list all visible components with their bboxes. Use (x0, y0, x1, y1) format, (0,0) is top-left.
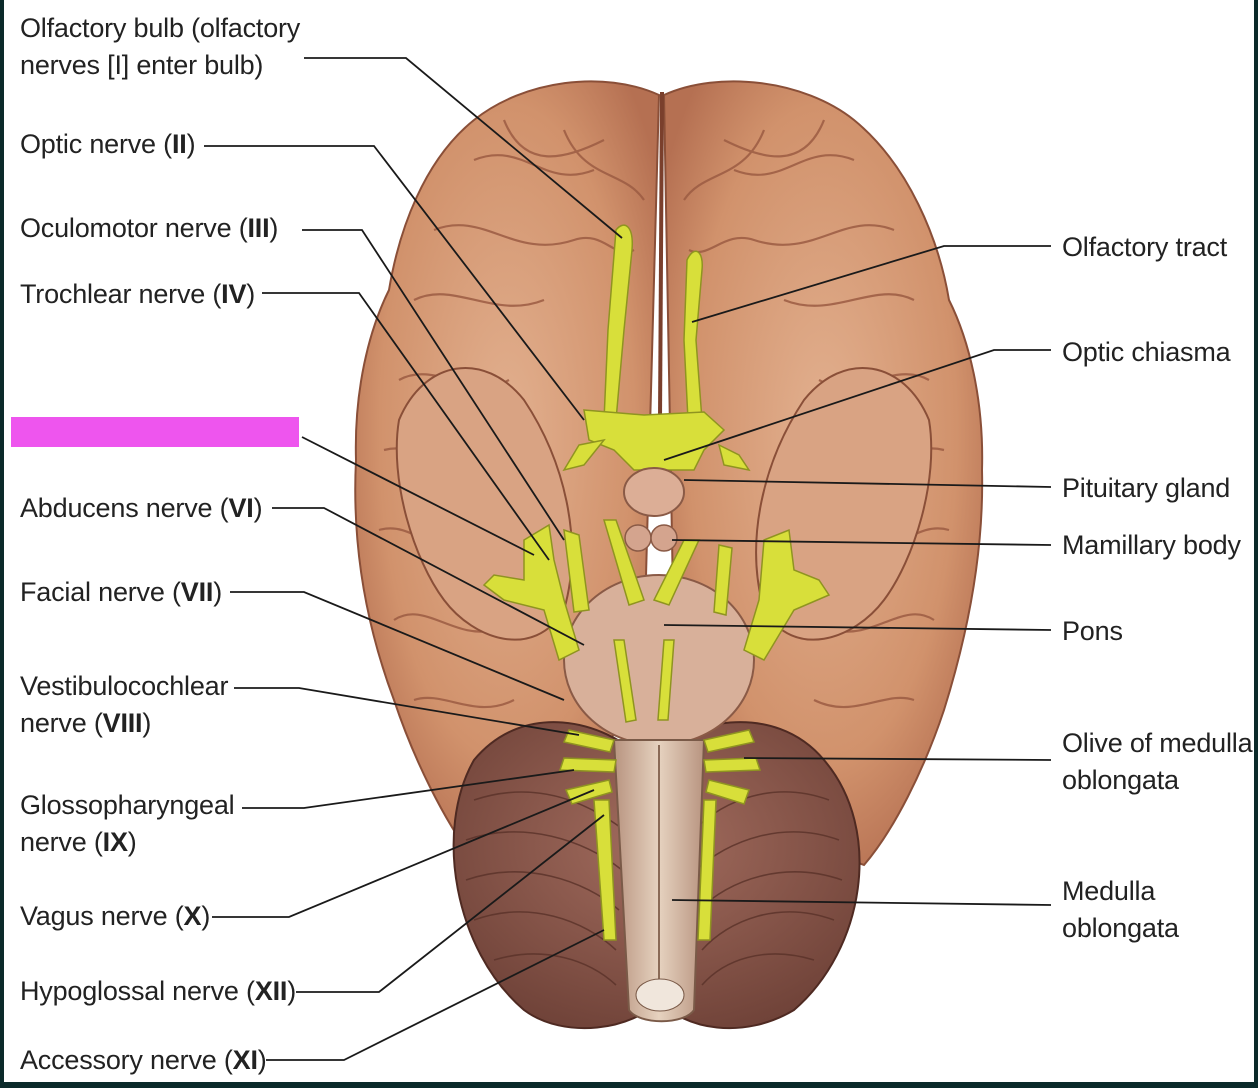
label-roman: II (171, 129, 187, 159)
redaction-box (11, 417, 299, 447)
pituitary-gland (623, 467, 685, 517)
label-vagus-nerve: Vagus nerve (X) (20, 898, 210, 935)
label-text: Trochlear nerve ( (20, 279, 222, 309)
label-hypoglossal-nerve: Hypoglossal nerve (XII) (20, 973, 296, 1010)
label-pituitary-gland: Pituitary gland (1062, 473, 1231, 503)
label-close: ) (246, 279, 256, 309)
label-vestibulocochlear-nerve: Vestibulocochlear nerve (VIII) (20, 668, 228, 742)
label-text: Oculomotor nerve ( (20, 213, 248, 243)
label-roman: XI (232, 1045, 258, 1075)
label-text: Facial nerve ( (20, 577, 181, 607)
label-line1: Glossopharyngeal (20, 790, 235, 820)
label-olive: Olive of medulla oblongata (1062, 725, 1253, 799)
label-text: Optic nerve ( (20, 129, 172, 159)
label-roman: IV (221, 279, 247, 309)
label-glossopharyngeal-nerve: Glossopharyngeal nerve (IX) (20, 787, 235, 861)
label-optic-chiasma: Optic chiasma (1062, 337, 1231, 367)
label-text: Hypoglossal nerve ( (20, 976, 255, 1006)
label-mamillary-body: Mamillary body (1062, 530, 1241, 560)
diagram-frame: Olfactory bulb (olfactory nerves [I] ent… (4, 0, 1254, 1082)
label-optic-nerve: Optic nerve (II) (20, 126, 196, 163)
label-line2: oblongata (1062, 913, 1179, 943)
label-olfactory-tract: Olfactory tract (1062, 232, 1228, 262)
label-line2: nerve (IX) (20, 824, 234, 861)
label-close: ) (127, 827, 137, 857)
label-close: ) (186, 129, 196, 159)
label-roman: XII (254, 976, 288, 1006)
label-roman: VIII (102, 708, 143, 738)
label-text: Vagus nerve ( (20, 901, 184, 931)
label-roman: III (247, 213, 270, 243)
label-roman: X (183, 901, 202, 931)
label-facial-nerve: Facial nerve (VII) (20, 574, 222, 611)
label-roman: VI (228, 493, 254, 523)
label-pons: Pons (1062, 616, 1123, 646)
label-close: ) (213, 577, 222, 607)
label-oculomotor-nerve: Oculomotor nerve (III) (20, 210, 278, 247)
label-close: ) (201, 901, 211, 931)
label-olfactory-bulb: Olfactory bulb (olfactory nerves [I] ent… (20, 10, 300, 84)
label-text: nerve ( (20, 827, 103, 857)
brain-illustration (204, 57, 1052, 1061)
label-olfactory-bulb-line2: nerves [I] enter bulb) (20, 50, 264, 80)
label-close: ) (269, 213, 279, 243)
label-close: ) (142, 708, 152, 738)
label-close: ) (253, 493, 263, 523)
label-close: ) (257, 1045, 267, 1075)
label-medulla-oblongata: Medulla oblongata (1062, 873, 1179, 947)
label-trochlear-nerve: Trochlear nerve (IV) (20, 276, 255, 313)
label-roman: VII (180, 577, 214, 607)
label-roman: IX (102, 827, 128, 857)
label-line2: nerve (VIII) (20, 705, 228, 742)
label-abducens-nerve: Abducens nerve (VI) (20, 490, 263, 527)
label-text: nerve ( (20, 708, 103, 738)
label-close: ) (287, 976, 297, 1006)
label-line1: Olive of medulla (1062, 728, 1253, 758)
label-line1: Medulla (1062, 876, 1156, 906)
mamillary-body (624, 524, 652, 552)
cranial-nerves (482, 224, 831, 941)
label-line1: Vestibulocochlear (20, 671, 229, 701)
label-accessory-nerve: Accessory nerve (XI) (20, 1042, 267, 1079)
label-text: Accessory nerve ( (20, 1045, 233, 1075)
label-olfactory-bulb-line1: Olfactory bulb (olfactory (20, 13, 301, 43)
label-text: Abducens nerve ( (20, 493, 229, 523)
label-line2: oblongata (1062, 765, 1179, 795)
